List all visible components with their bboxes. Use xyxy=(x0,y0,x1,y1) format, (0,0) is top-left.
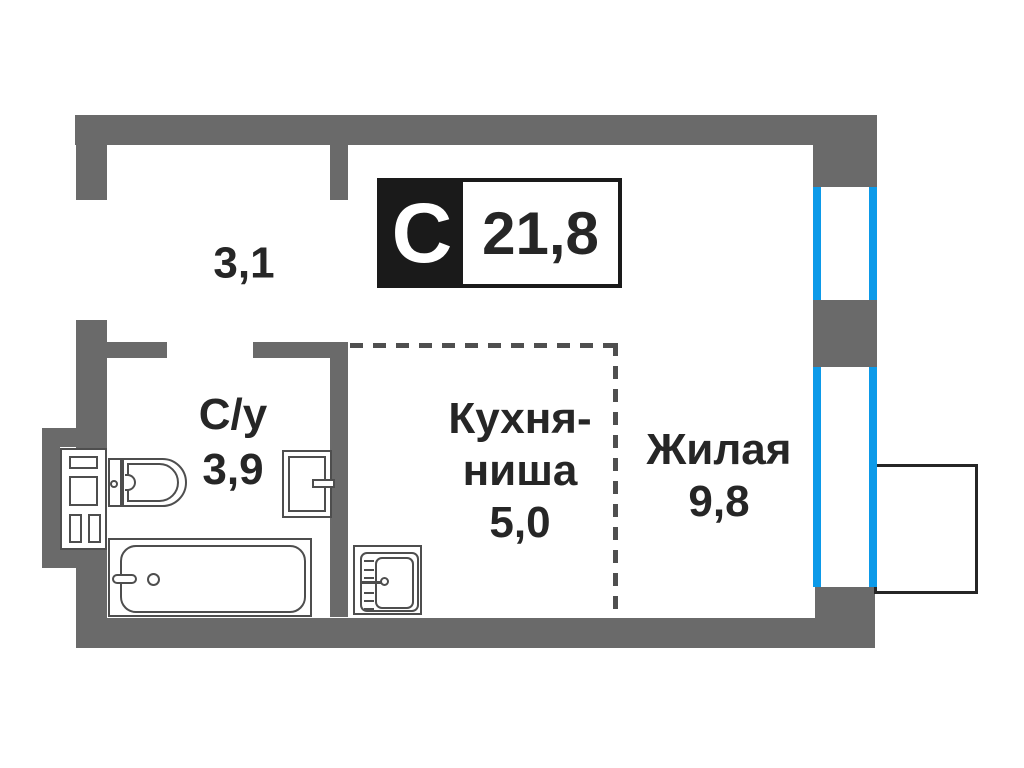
window-2-outer-line xyxy=(869,367,877,587)
kitchen-area-value: 5,0 xyxy=(489,498,551,547)
hallway-area-value: 3,1 xyxy=(213,238,275,288)
bay-wall-bottom xyxy=(42,549,76,568)
wall-top xyxy=(75,115,877,145)
toilet-icon xyxy=(108,458,190,508)
kitchen-label: Кухня- ниша 5,0 xyxy=(448,393,591,549)
kitchen-faucet-arm xyxy=(360,581,381,584)
bathtub xyxy=(108,538,312,617)
bathroom-label: С/у 3,9 xyxy=(199,387,267,497)
washer-cabinet-drawer-bl xyxy=(69,514,82,543)
kitchen-sink xyxy=(353,545,422,615)
wall-stub-top xyxy=(330,145,348,200)
toilet-flush-button xyxy=(110,480,118,488)
drainboard-tick xyxy=(364,560,374,562)
wall-right-top-block xyxy=(813,145,877,187)
living-label: Жилая 9,8 xyxy=(647,424,792,528)
wall-left-upper xyxy=(76,145,107,200)
kitchen-name-line2: ниша xyxy=(462,446,578,495)
bathroom-sink xyxy=(282,450,335,518)
drainboard-tick xyxy=(364,577,374,579)
wall-right-bottom-block xyxy=(815,587,875,648)
balcony-outline xyxy=(874,464,978,594)
drainboard-tick xyxy=(364,608,374,610)
window-1-inner-line xyxy=(813,187,821,300)
bathroom-name: С/у xyxy=(198,390,268,439)
window-2-inner-line xyxy=(813,367,821,587)
bathroom-area-value: 3,9 xyxy=(202,445,264,494)
wall-left-lower xyxy=(76,550,107,618)
unit-total-area: 21,8 xyxy=(482,199,599,267)
wall-hall-bath-right xyxy=(253,342,348,358)
drainboard-tick xyxy=(364,569,374,571)
wall-left-middle xyxy=(76,320,107,448)
drainboard-tick xyxy=(364,600,374,602)
washer-cabinet xyxy=(60,448,107,550)
living-area-value: 9,8 xyxy=(688,477,750,526)
washer-cabinet-drawer-mid xyxy=(69,476,98,506)
kitchen-name-line1: Кухня- xyxy=(448,394,592,443)
kitchen-niche-dashed-top xyxy=(350,343,617,348)
kitchen-faucet-knob xyxy=(380,577,389,586)
hallway-area-label: 3,1 xyxy=(213,237,274,290)
living-name: Жилая xyxy=(646,425,792,474)
washer-cabinet-drawer-br xyxy=(88,514,101,543)
wall-bathroom-right xyxy=(330,342,348,617)
window-1-outer-line xyxy=(869,187,877,300)
washer-cabinet-drawer-top xyxy=(69,456,98,469)
wall-hall-bath-left xyxy=(107,342,167,358)
bathtub-drain xyxy=(147,573,160,586)
kitchen-niche-dashed-right xyxy=(613,343,618,617)
drainboard-tick xyxy=(364,592,374,594)
unit-type-letter: С xyxy=(381,182,463,284)
wall-right-pier xyxy=(813,300,877,367)
wall-bottom xyxy=(76,618,875,648)
unit-badge: С 21,8 xyxy=(377,178,622,288)
bathtub-faucet xyxy=(112,574,137,584)
bathroom-sink-faucet xyxy=(312,479,335,488)
bay-wall-left xyxy=(42,428,60,568)
toilet-seat-arc xyxy=(125,474,136,491)
